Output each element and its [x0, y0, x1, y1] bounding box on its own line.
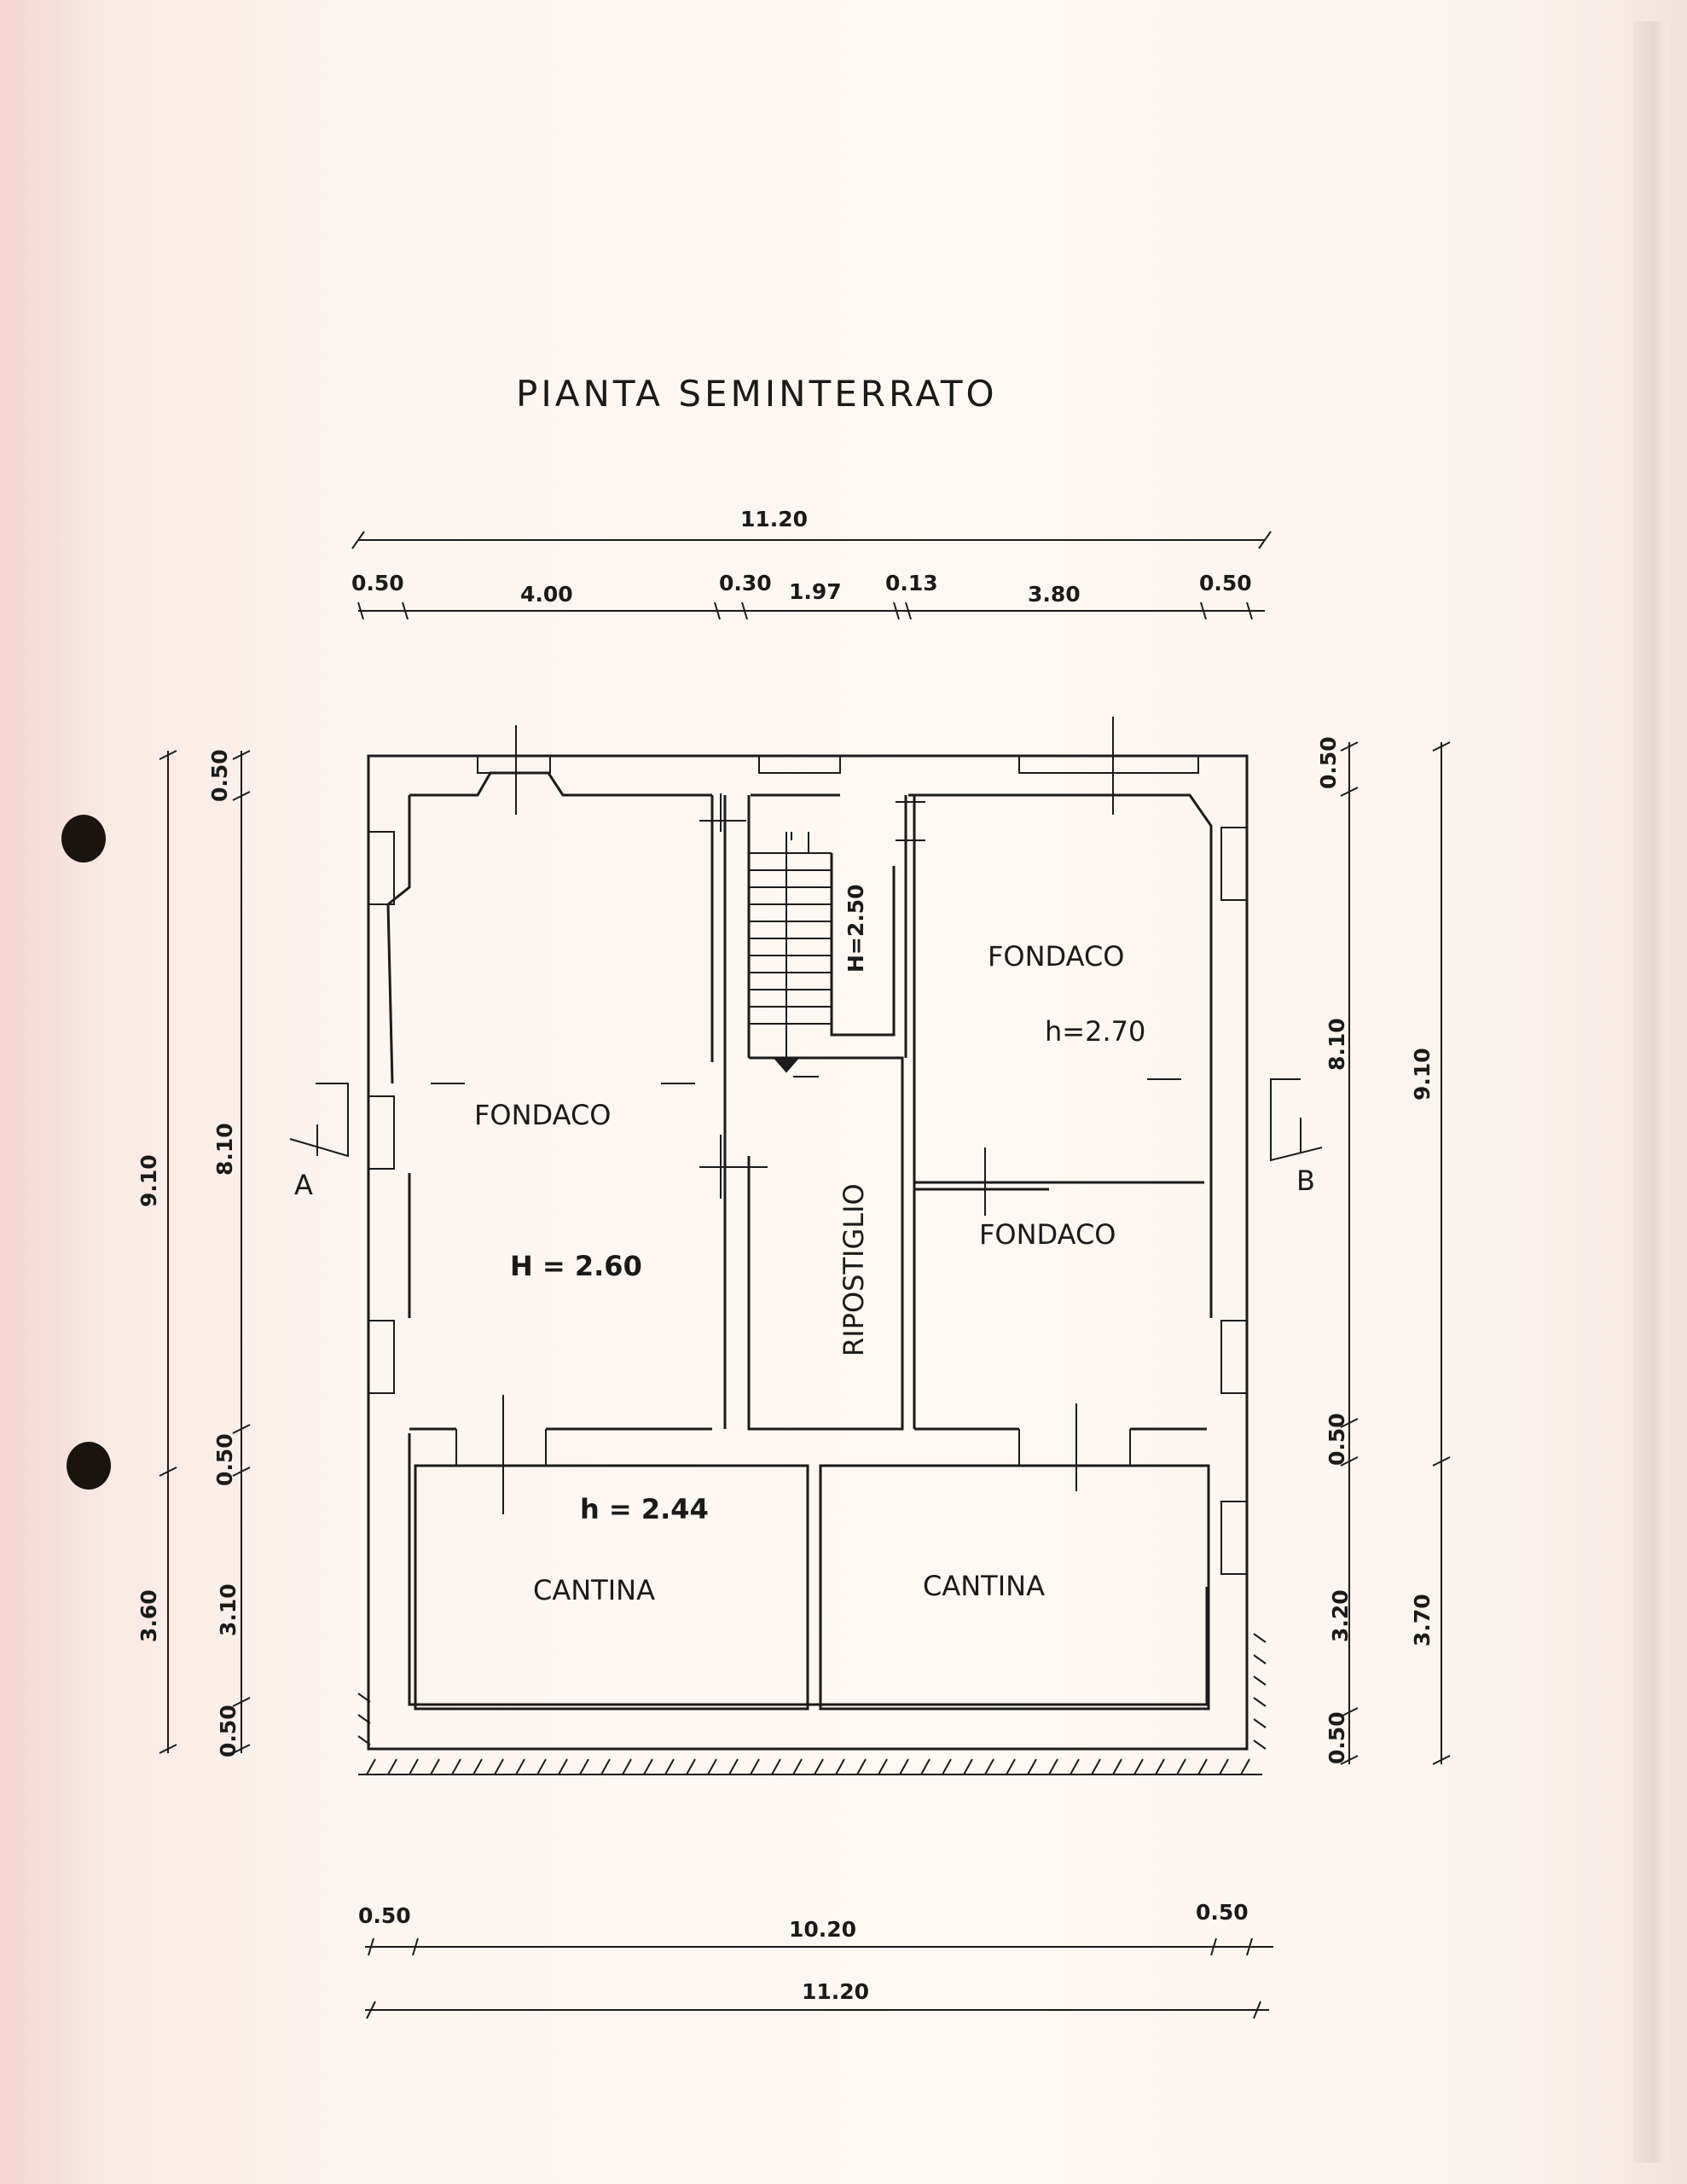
dim-left-inner-4: 0.50	[216, 1705, 241, 1757]
dim-left-inner-3: 3.10	[216, 1583, 241, 1636]
room-fondaco-right-bottom: FONDACO	[979, 1218, 1116, 1251]
dim-top-1: 4.00	[520, 582, 573, 607]
bottom-dimension-total: 11.20	[365, 1979, 1269, 2019]
dim-bottom-0: 0.50	[358, 1903, 411, 1928]
outer-walls	[367, 754, 1249, 1751]
top-dimension-total: 11.20	[351, 507, 1272, 549]
dim-right-outer-1: 3.70	[1410, 1594, 1435, 1647]
cantina-height: h = 2.44	[580, 1493, 709, 1525]
dim-left-outer-1: 3.60	[136, 1589, 161, 1642]
dim-top-0: 0.50	[351, 571, 404, 595]
section-marker-a: A	[289, 1083, 349, 1201]
room-cantina-left: CANTINA	[533, 1574, 655, 1606]
dim-top-3: 1.97	[789, 579, 842, 604]
dim-left-inner-0: 0.50	[207, 749, 232, 802]
dim-right-inner-0: 0.50	[1316, 736, 1341, 789]
dim-bottom-1: 10.20	[789, 1917, 856, 1942]
room-fondaco-right-top-height: h=2.70	[1045, 1015, 1145, 1048]
left-dimension-outer: 9.10 3.60	[136, 750, 177, 1754]
dim-top-total: 11.20	[740, 507, 808, 531]
dim-left-inner-1: 8.10	[212, 1123, 237, 1176]
section-a-label: A	[294, 1169, 313, 1201]
dim-left-inner-2: 0.50	[212, 1433, 237, 1486]
interior-walls	[409, 795, 1210, 1711]
dim-right-inner-3: 3.20	[1328, 1589, 1353, 1642]
right-dimension-outer: 9.10 3.70	[1410, 741, 1451, 1765]
right-dimension-inner: 0.50 8.10 0.50 3.20 0.50	[1316, 736, 1359, 1765]
dim-left-outer-0: 9.10	[136, 1154, 161, 1207]
dim-top-6: 0.50	[1199, 571, 1252, 595]
paper-edge	[1633, 21, 1667, 2163]
punch-hole	[67, 1442, 111, 1490]
room-fondaco-left-height: H = 2.60	[510, 1250, 642, 1282]
ground-hatching	[357, 1633, 1267, 1775]
stair-height: H=2.50	[844, 884, 868, 973]
dim-top-4: 0.13	[885, 571, 938, 595]
dim-right-inner-1: 8.10	[1325, 1018, 1349, 1071]
top-dimension-segments: 0.50 4.00 0.30 1.97 0.13 3.80 0.50	[351, 571, 1265, 620]
door-marks	[431, 717, 1181, 1514]
dim-bottom-2: 0.50	[1196, 1900, 1249, 1925]
dim-top-5: 3.80	[1028, 582, 1081, 607]
room-ripostiglio: RIPOSTIGLIO	[838, 1183, 870, 1356]
punch-hole	[61, 815, 106, 863]
plan-title: PIANTA SEMINTERRATO	[516, 373, 998, 415]
dim-bottom-total: 11.20	[802, 1979, 869, 2004]
dim-right-inner-2: 0.50	[1325, 1413, 1349, 1466]
room-fondaco-left: FONDACO	[474, 1099, 611, 1131]
bottom-dimension-segments: 0.50 10.20 0.50	[358, 1900, 1273, 1956]
section-b-label: B	[1296, 1165, 1315, 1197]
dim-top-2: 0.30	[719, 571, 772, 595]
left-dimension-inner: 0.50 8.10 0.50 3.10 0.50	[207, 749, 251, 1757]
room-fondaco-right-top: FONDACO	[988, 940, 1124, 973]
section-marker-b: B	[1270, 1078, 1323, 1197]
room-cantina-right: CANTINA	[923, 1570, 1045, 1602]
dim-right-outer-0: 9.10	[1410, 1048, 1435, 1101]
staircase	[749, 832, 832, 1073]
dim-right-inner-4: 0.50	[1325, 1711, 1349, 1764]
